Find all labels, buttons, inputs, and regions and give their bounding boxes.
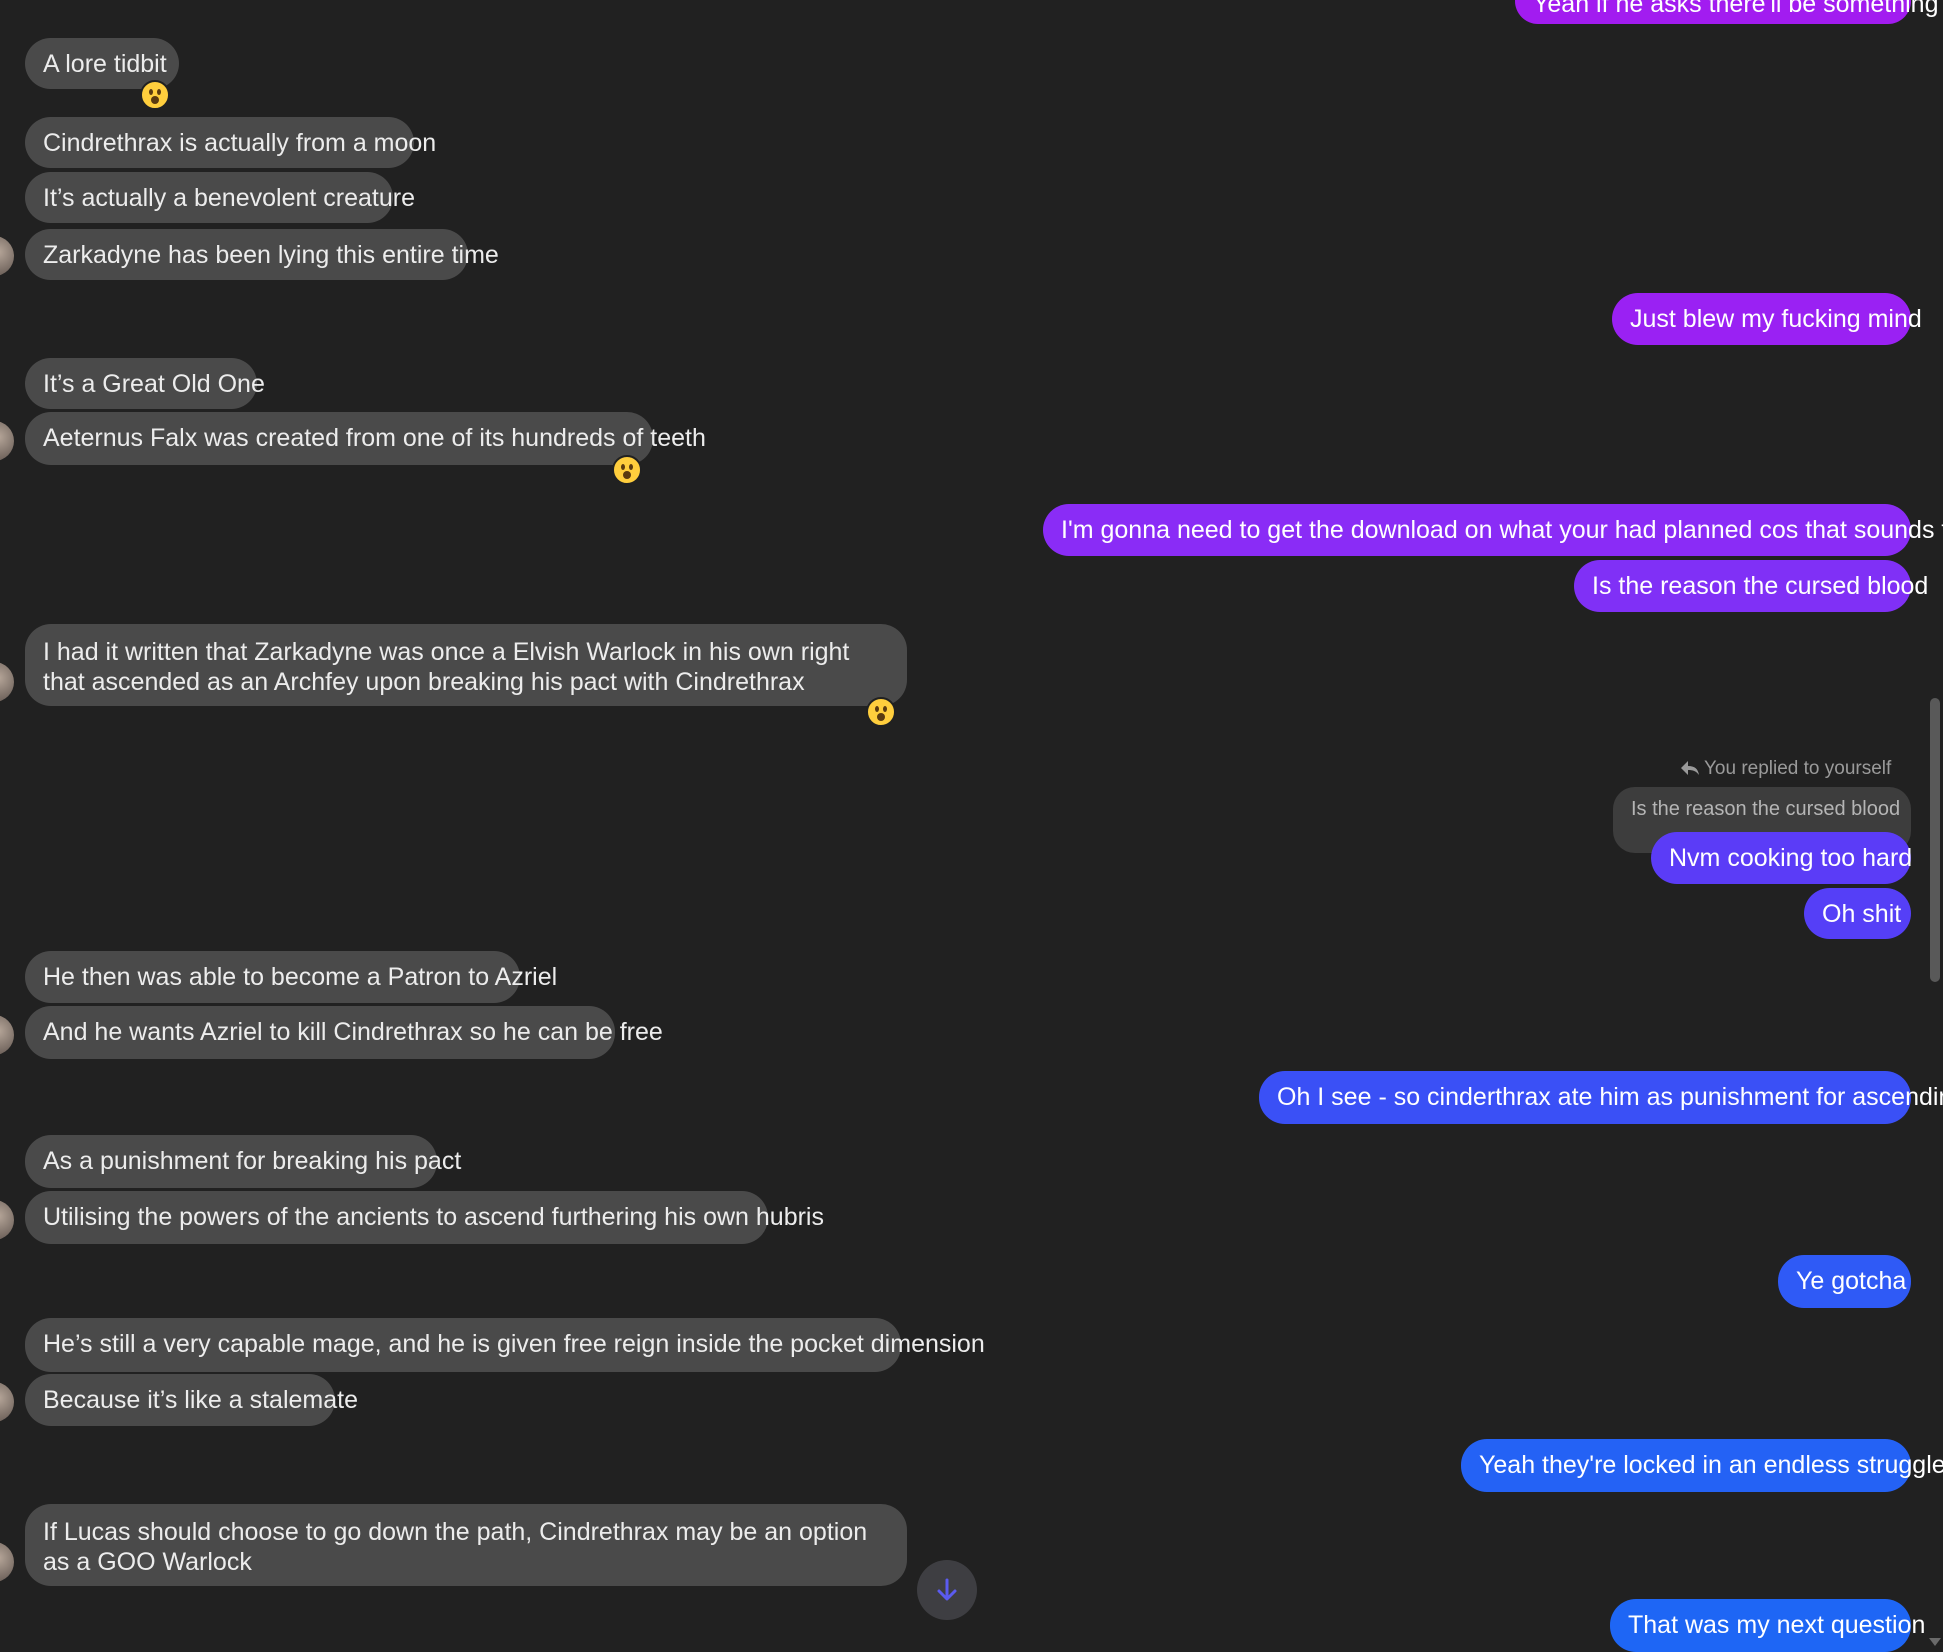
incoming-message-bubble[interactable]: As a punishment for breaking his pact [25,1135,461,1188]
outgoing-message-bubble[interactable]: That was my next question [1610,1599,1925,1652]
incoming-message-bubble[interactable]: It’s a Great Old One [25,358,265,409]
incoming-message-bubble[interactable]: I had it written that Zarkadyne was once… [25,624,907,706]
reply-arrow-icon [1681,761,1699,775]
scroll-down-arrow-icon[interactable] [1929,1638,1941,1646]
arrow-down-icon [937,1578,957,1601]
astonished-face-icon[interactable] [612,455,642,485]
incoming-message-bubble[interactable]: And he wants Azriel to kill Cindrethrax … [25,1006,663,1059]
scroll-to-bottom-button[interactable] [917,1560,977,1620]
incoming-message-bubble[interactable]: Aeternus Falx was created from one of it… [25,412,706,465]
incoming-message-bubble[interactable]: If Lucas should choose to go down the pa… [25,1504,907,1586]
outgoing-message-bubble[interactable]: Yeah if he asks there'll be something [1515,0,1939,24]
outgoing-message-bubble[interactable]: Oh I see - so cinderthrax ate him as pun… [1259,1071,1943,1124]
astonished-face-icon[interactable] [866,697,896,727]
sender-avatar[interactable] [0,1382,14,1422]
incoming-message-bubble[interactable]: He then was able to become a Patron to A… [25,951,557,1003]
sender-avatar[interactable] [0,662,14,702]
sender-avatar[interactable] [0,1200,14,1240]
outgoing-message-bubble[interactable]: Just blew my fucking mind [1612,293,1922,345]
reply-context-text: You replied to yourself [1704,758,1892,779]
incoming-message-bubble[interactable]: Cindrethrax is actually from a moon [25,117,436,168]
sender-avatar[interactable] [0,421,14,461]
outgoing-message-bubble[interactable]: Yeah they're locked in an endless strugg… [1461,1439,1943,1492]
incoming-message-bubble[interactable]: It’s actually a benevolent creature [25,172,415,223]
scrollbar[interactable] [1927,0,1943,1650]
outgoing-message-bubble[interactable]: Nvm cooking too hard [1651,832,1912,884]
astonished-face-icon[interactable] [140,80,170,110]
outgoing-message-bubble[interactable]: Is the reason the cursed blood [1574,560,1928,612]
incoming-message-bubble[interactable]: He’s still a very capable mage, and he i… [25,1318,985,1372]
sender-avatar[interactable] [0,1015,14,1055]
incoming-message-bubble[interactable]: Utilising the powers of the ancients to … [25,1191,824,1244]
incoming-message-bubble[interactable]: A lore tidbit [25,38,179,89]
outgoing-message-bubble[interactable]: I'm gonna need to get the download on wh… [1043,504,1943,556]
scrollbar-thumb[interactable] [1930,698,1940,982]
incoming-message-bubble[interactable]: Because it’s like a stalemate [25,1374,358,1426]
sender-avatar[interactable] [0,236,14,276]
incoming-message-bubble[interactable]: Zarkadyne has been lying this entire tim… [25,229,499,280]
outgoing-message-bubble[interactable]: Ye gotcha [1778,1255,1911,1308]
outgoing-message-bubble[interactable]: Oh shit [1804,888,1911,939]
reply-context-label: You replied to yourself [1680,758,1891,780]
sender-avatar[interactable] [0,1542,14,1582]
